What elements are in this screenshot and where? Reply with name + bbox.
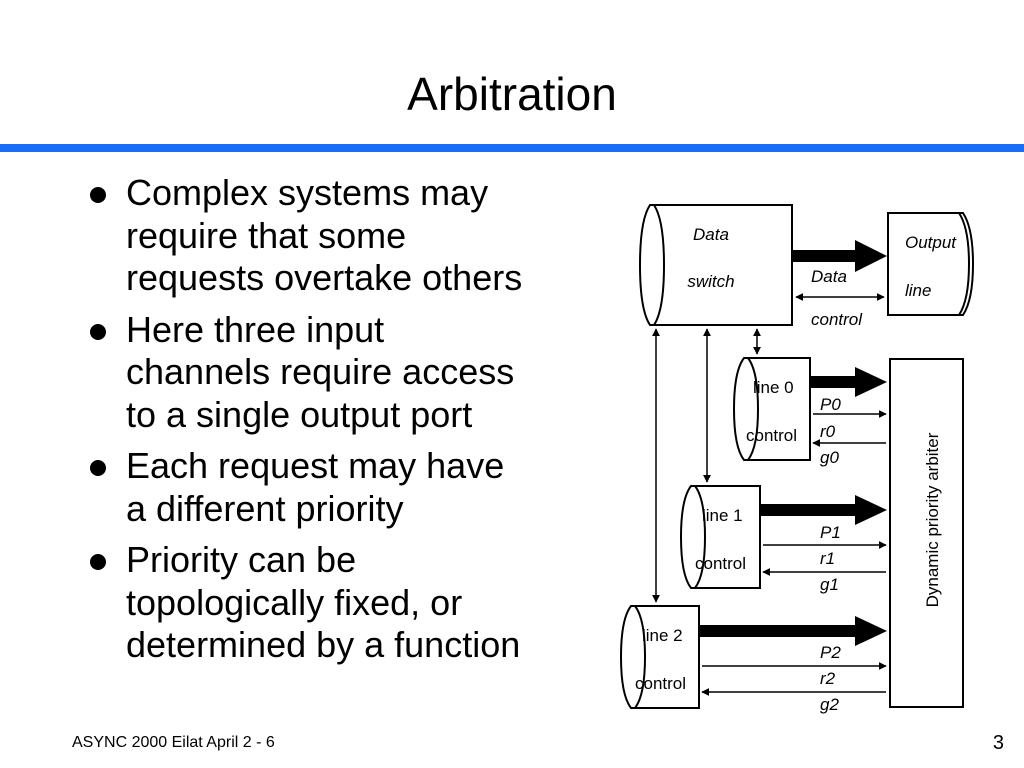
line1-p-label: P1 — [820, 523, 841, 542]
arbiter-label: Dynamic priority arbiter — [923, 432, 942, 607]
line2-g-label: g2 — [820, 695, 839, 714]
line0-sublabel: control — [746, 426, 797, 445]
data-switch-sublabel: switch — [687, 272, 734, 291]
output-line-sublabel: line — [905, 281, 931, 300]
bullet-item: Priority can be topologically fixed, or … — [86, 539, 586, 667]
page-number: 3 — [992, 732, 1004, 754]
bullet-line: Priority can be — [126, 539, 357, 580]
title-divider — [0, 144, 1024, 152]
priority-arbiter-box: Dynamic priority arbiter — [889, 358, 964, 708]
bullet-line: requests overtake others — [126, 257, 523, 298]
line1-control-box: line 1 control — [679, 485, 761, 589]
bullet-line: Here three input — [126, 308, 385, 350]
line1-label: line 1 — [702, 506, 743, 525]
line1-g-label: g1 — [820, 575, 839, 594]
line2-r-label: r2 — [820, 669, 836, 688]
data-arrow — [793, 240, 887, 272]
bullet-line: topologically fixed, or — [126, 581, 463, 623]
line2-p-label: P2 — [820, 643, 841, 662]
data-arrow-label: Data — [811, 267, 847, 286]
bullet-list: Complex systems may require that some re… — [86, 172, 586, 676]
line1-sublabel: control — [695, 554, 746, 573]
bullet-icon — [90, 323, 106, 340]
bullet-line: Each request may have — [126, 445, 505, 486]
bullet-line: require that some — [126, 214, 407, 256]
output-line-box: Output line — [887, 212, 975, 316]
line0-p-label: P0 — [820, 395, 841, 414]
control-arrow-label: control — [811, 310, 863, 329]
slide-title: Arbitration — [407, 68, 617, 120]
line1-data-arrow — [761, 495, 887, 525]
bullet-line: to a single output port — [126, 393, 473, 435]
line2-sublabel: control — [635, 674, 686, 693]
line2-label: line 2 — [642, 626, 683, 645]
line0-label: line 0 — [753, 378, 794, 397]
line0-data-arrow — [811, 367, 887, 397]
bullet-item: Complex systems may require that some re… — [86, 172, 586, 300]
bullet-line: determined by a function — [126, 624, 521, 665]
data-switch-box: Data switch — [638, 204, 793, 326]
bullet-line: channels require access — [126, 351, 515, 392]
footer-text: ASYNC 2000 Eilat April 2 - 6 — [72, 734, 275, 751]
bullet-icon — [90, 187, 106, 203]
line2-data-arrow — [700, 616, 887, 646]
output-line-label: Output — [905, 233, 957, 252]
line0-control-box: line 0 control — [732, 357, 811, 461]
bullet-line: a different priority — [126, 487, 404, 529]
bullet-item: Here three input channels require access… — [86, 309, 586, 437]
line0-g-label: g0 — [820, 448, 839, 467]
bullet-line: Complex systems may — [126, 172, 489, 213]
bullet-icon — [90, 554, 106, 570]
line1-r-label: r1 — [820, 549, 835, 568]
line0-r-label: r0 — [820, 422, 836, 441]
bullet-icon — [90, 460, 106, 476]
line2-control-box: line 2 control — [619, 605, 700, 709]
data-switch-label: Data — [693, 225, 729, 244]
bullet-item: Each request may have a different priori… — [86, 445, 586, 530]
